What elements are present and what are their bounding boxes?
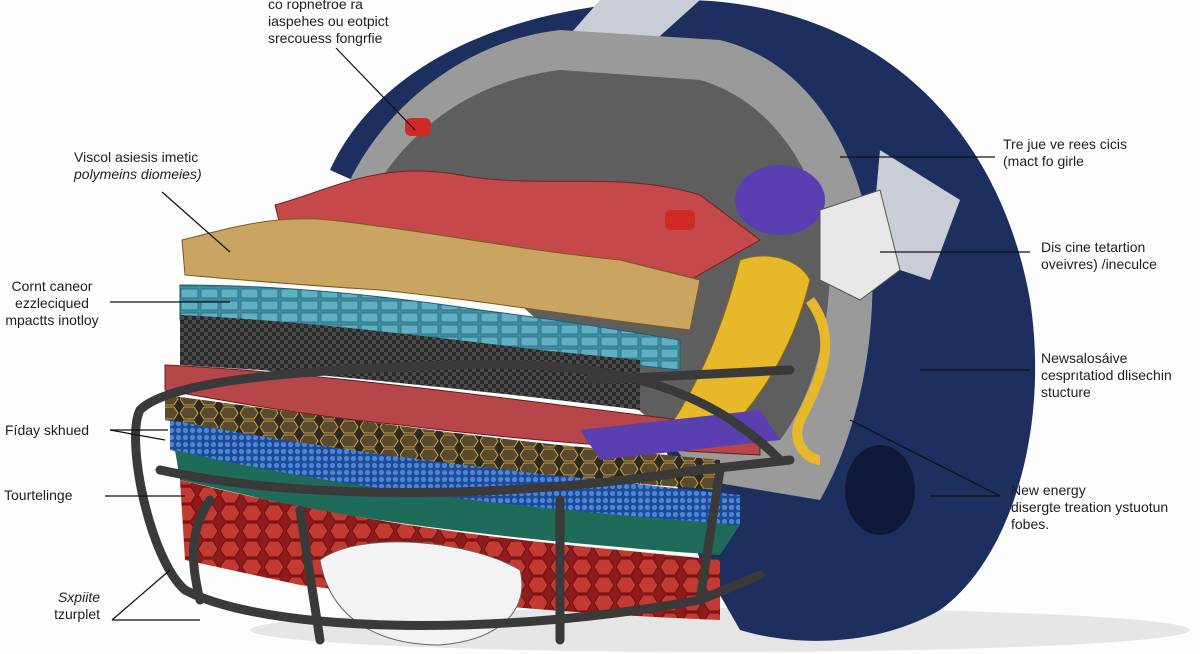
label-sxpiite: Sxpiite tzurplet [44,589,100,623]
label-newenergy: New energy disergte treation ystuotun fo… [1011,482,1168,533]
label-line: Tre jue ve rees cicis [1003,136,1127,152]
purple-pad [735,165,825,235]
label-corner: Cornt caneor ezzleciqued mpactts inotloy [0,278,104,329]
red-clip [665,210,695,230]
yellow-lattice [659,255,811,441]
ear-hole [845,445,915,535]
label-line: ezzleciqued [15,295,89,311]
label-line: mpactts inotloy [5,312,99,328]
label-line: disergte treation ystuotun [1011,499,1169,515]
label-line: Fíday skhued [5,422,90,438]
label-line: polymeins diomeies) [74,166,202,182]
leader-lines [105,47,1030,621]
label-line: New energy [1011,482,1086,498]
tan-layer [181,218,701,331]
label-line: tzurplet [54,606,100,622]
label-line: cesprıtatiod dlisechin [1041,367,1172,383]
label-line: Viscol asiesis imetic [74,149,199,165]
label-line: stucture [1041,384,1091,400]
label-line: oveivres) /ineculce [1041,256,1157,272]
green-layer [175,450,740,555]
label-newsalosive: Newsalosáive cesprıtatiod dlisechin stuc… [1041,350,1172,401]
label-line: srecouess fongrfie [268,30,383,46]
label-viscoelastic: Viscol asiesis imetic polymeins diomeies… [74,149,202,183]
label-line: Cornt caneor [11,278,93,294]
label-line: Newsalosáive [1041,350,1128,366]
label-line: co ropnetroe ra [268,0,363,12]
label-trejue: Tre jue ve rees cicis (mact fo girle [1003,136,1127,170]
facemask [131,359,795,645]
red-clip [405,118,431,136]
label-fiday: Fíday skhued [5,422,89,439]
label-line: Dis cine tetartion [1041,239,1146,255]
label-line: (mact fo girle [1003,153,1084,169]
label-line: Sxpiite [57,589,100,605]
honeycomb-layer [165,395,720,490]
label-line: iaspehes ou eotpict [268,13,389,29]
label-discine: Dis cine tetartion oveivres) /ineculce [1041,239,1157,273]
label-tourtelinge: Tourtelinge [4,487,73,504]
label-line: fobes. [1011,516,1050,532]
label-top: co ropnetroe ra iaspehes ou eotpict srec… [268,0,389,47]
bead-layer [170,420,740,525]
bracket [819,189,901,301]
yellow-tube [792,297,831,465]
label-line: Tourtelinge [4,487,73,503]
